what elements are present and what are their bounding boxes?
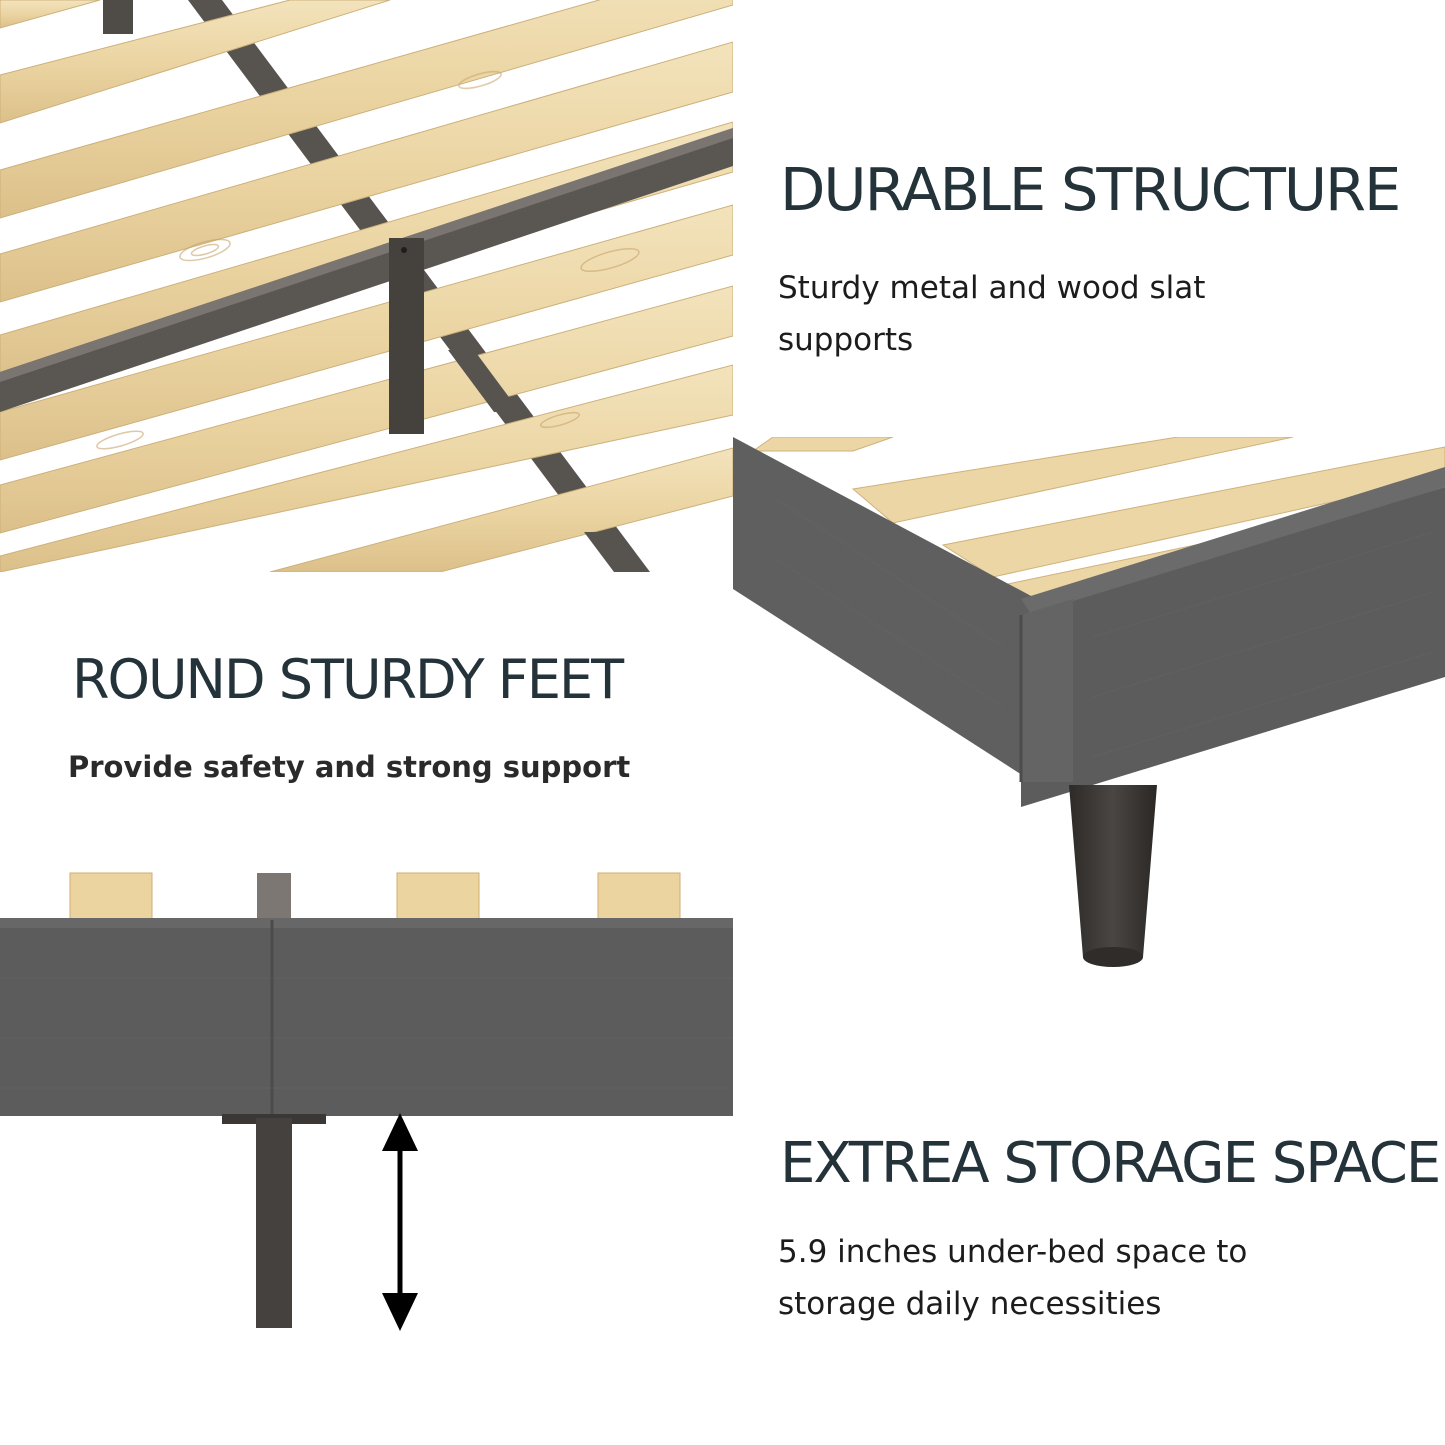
- durable-structure-title: DURABLE STRUCTURE: [780, 155, 1401, 224]
- round-sturdy-feet-title: ROUND STURDY FEET: [72, 648, 624, 711]
- side-rail-clearance-photo: [0, 868, 733, 1338]
- upholstered-corner-with-round-leg-photo: [733, 437, 1445, 975]
- storage-space-title: EXTREA STORAGE SPACE: [780, 1131, 1441, 1196]
- double-headed-arrow-icon: [382, 1113, 418, 1331]
- round-sturdy-feet-description: Provide safety and strong support: [68, 750, 631, 784]
- slats-and-metal-frame-photo: [0, 0, 733, 572]
- storage-space-description: 5.9 inches under-bed space to storage da…: [778, 1234, 1248, 1322]
- durable-structure-description: Sturdy metal and wood slat supports: [778, 270, 1206, 358]
